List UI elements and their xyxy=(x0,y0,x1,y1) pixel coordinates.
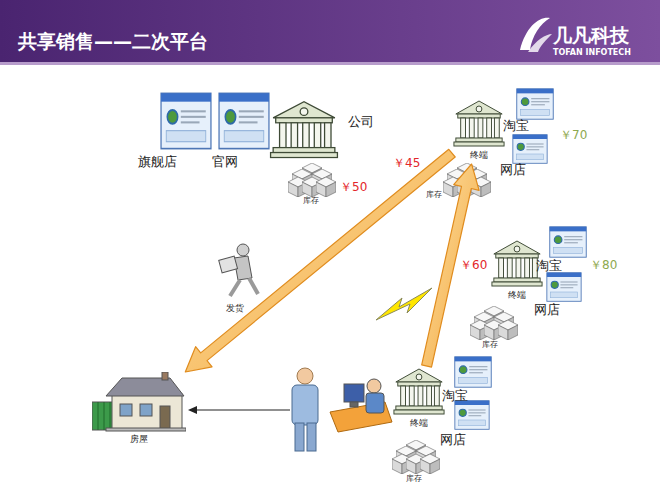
house-drawing xyxy=(92,372,186,431)
note-label: 库存 xyxy=(426,190,442,200)
node-label: 终端 xyxy=(392,418,446,429)
header-band xyxy=(0,0,660,62)
note-label: 网店 xyxy=(440,432,466,448)
node-label: 房屋 xyxy=(92,434,186,445)
note-label: 网店 xyxy=(500,162,526,178)
delivery-man xyxy=(219,244,258,296)
header-stripe xyxy=(0,62,660,65)
pointer-arrow xyxy=(188,406,290,414)
house-drawing xyxy=(92,372,186,432)
stock-pile xyxy=(288,163,336,197)
node-box: 终端 xyxy=(490,238,544,304)
node-label: 官网 xyxy=(212,154,252,170)
bank-building xyxy=(392,366,446,416)
note-label: ￥60 xyxy=(460,258,487,272)
bank-building xyxy=(454,101,504,146)
browser-window xyxy=(161,93,211,148)
web-icon xyxy=(517,89,553,119)
note-label: TOFAN INFOTECH xyxy=(553,48,631,58)
node-label: 终端 xyxy=(452,150,506,161)
lightning-bolt xyxy=(376,288,432,320)
node-box: 官网 xyxy=(210,92,272,172)
node-box: 终端 xyxy=(452,98,506,164)
slide-title: 共享销售——二次平台 xyxy=(18,30,208,53)
customer-figure xyxy=(292,368,318,451)
logo-mark xyxy=(520,18,552,52)
bank-building xyxy=(271,102,338,158)
note-label: 网店 xyxy=(534,302,560,318)
note-label: ￥70 xyxy=(560,128,587,142)
note-label: 淘宝 xyxy=(536,258,562,274)
note-label: ￥45 xyxy=(393,156,420,170)
browser-window xyxy=(160,92,212,150)
web-icon xyxy=(550,227,586,257)
computer-operator xyxy=(330,379,392,432)
browser-window xyxy=(218,92,270,150)
stock-pile xyxy=(392,440,440,474)
note-label: 淘宝 xyxy=(503,118,529,134)
note-label: 库存 xyxy=(482,340,498,350)
edge-label: 发货 xyxy=(226,303,244,314)
web-icon xyxy=(513,135,547,164)
bank-building xyxy=(492,241,542,286)
note-label: 几凡科技 xyxy=(553,24,629,47)
web-icon xyxy=(455,357,491,387)
note-label: ￥50 xyxy=(340,180,367,194)
stock-pile xyxy=(443,163,491,197)
bank-building xyxy=(268,98,340,160)
note-label: 库存 xyxy=(406,474,422,484)
bank-building xyxy=(394,369,444,414)
node-box: 房屋 xyxy=(92,372,186,448)
node-label: 公司 xyxy=(348,114,380,130)
node-label: 终端 xyxy=(490,290,544,301)
node-box: 旗舰店 xyxy=(138,92,212,172)
stock-pile xyxy=(470,306,518,340)
bank-building xyxy=(452,98,506,148)
node-label: 旗舰店 xyxy=(138,154,188,170)
bank-building xyxy=(490,238,544,288)
node-box: 公司 xyxy=(268,98,380,162)
flow-arrow xyxy=(185,149,455,372)
web-icon xyxy=(455,401,489,430)
web-icon xyxy=(547,273,581,302)
note-label: 淘宝 xyxy=(442,388,468,404)
browser-window xyxy=(219,93,269,148)
node-box: 终端 xyxy=(392,366,446,434)
note-label: ￥80 xyxy=(590,258,617,272)
note-label: 库存 xyxy=(303,196,319,206)
